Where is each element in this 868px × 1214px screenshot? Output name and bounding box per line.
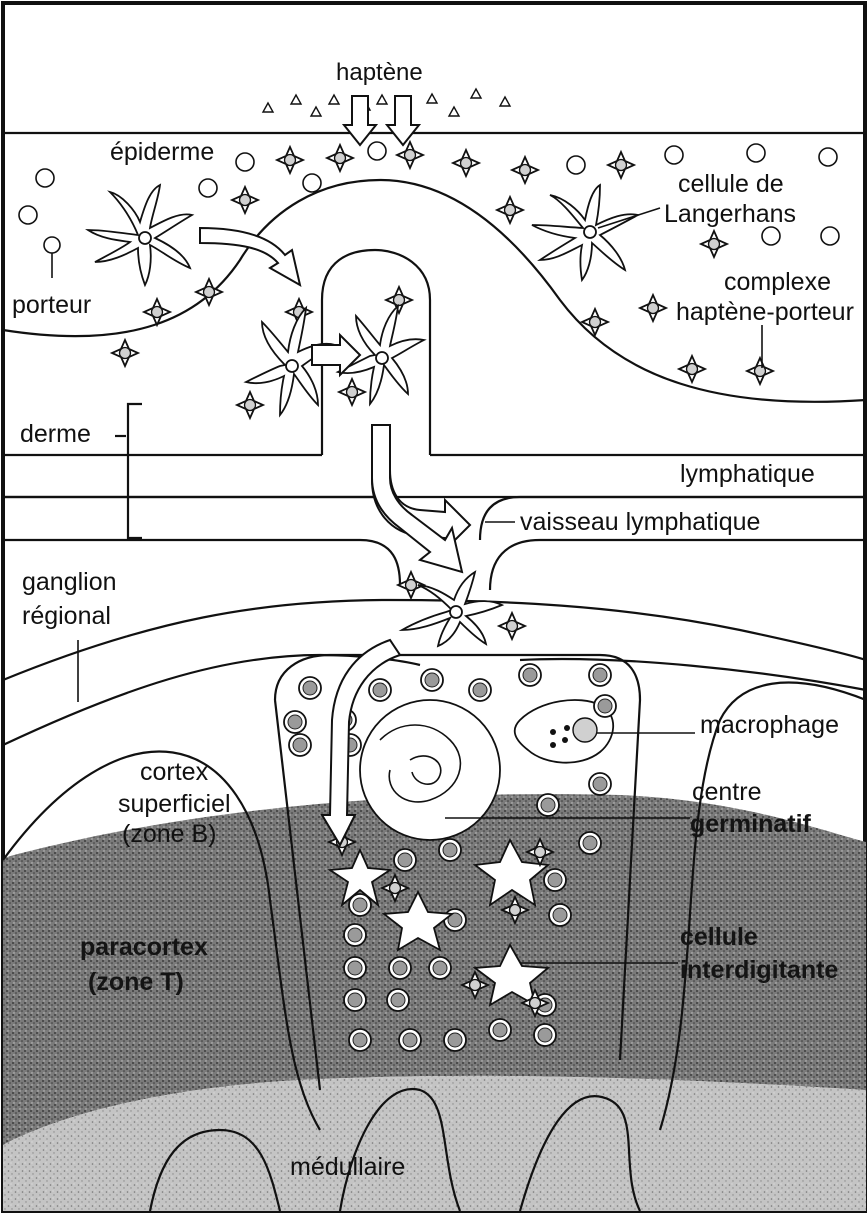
label-haptene-porteur: haptène-porteur <box>676 298 854 326</box>
label-zone-t: (zone T) <box>88 968 184 996</box>
haptene-molecules <box>263 89 510 116</box>
node-capsule-outer <box>3 600 866 680</box>
label-paracortex: paracortex <box>80 933 208 961</box>
langerhans-cell-right <box>532 185 638 280</box>
lymph-downward-arrow <box>372 425 462 572</box>
label-centre: centre <box>692 778 761 806</box>
label-medullaire: médullaire <box>290 1153 405 1181</box>
label-porteur: porteur <box>12 291 91 319</box>
label-superficiel: superficiel <box>118 790 231 818</box>
label-germinatif: germinatif <box>690 810 812 838</box>
label-lymphatique: lymphatique <box>680 460 815 488</box>
label-cellule-de: cellule de <box>678 170 784 198</box>
label-cellule: cellule <box>680 923 758 951</box>
label-ganglion: ganglion <box>22 568 117 596</box>
label-cortex: cortex <box>140 758 209 786</box>
label-zone-b: (zone B) <box>122 820 216 848</box>
lymphatic-vessel-right-wall <box>490 540 866 590</box>
porteur-carrier <box>44 237 60 278</box>
label-langerhans: Langerhans <box>664 200 796 228</box>
label-interdigitante: interdigitante <box>680 956 838 984</box>
derme-bracket <box>128 404 142 538</box>
label-regional: régional <box>22 602 111 630</box>
germinal-centre <box>360 700 500 840</box>
label-epiderme: épiderme <box>110 138 214 166</box>
langerhans-cell-left <box>88 185 192 285</box>
label-derme: derme <box>20 420 91 448</box>
label-macrophage: macrophage <box>700 711 839 739</box>
lymphatic-vessel-inner-left <box>3 497 420 540</box>
label-complexe: complexe <box>724 268 831 296</box>
label-vaisseau-lymphatique: vaisseau lymphatique <box>520 508 760 536</box>
macrophage-nucleus <box>573 718 597 742</box>
cellule-langerhans-leader <box>598 208 660 228</box>
label-haptene: haptène <box>336 59 423 86</box>
